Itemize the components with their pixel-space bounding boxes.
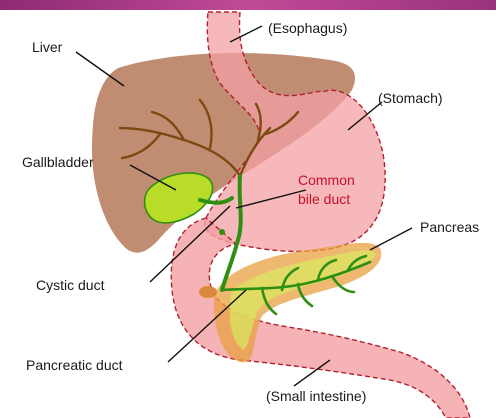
- gallbladder-label: Gallbladder: [22, 154, 94, 170]
- ampulla: [199, 286, 217, 298]
- liver-label: Liver: [32, 39, 63, 55]
- common-bile-duct-label-line1: Common: [298, 172, 355, 188]
- duct-junction: [219, 229, 225, 235]
- pancreas-label: Pancreas: [420, 219, 479, 235]
- pancreatic-duct-label: Pancreatic duct: [26, 357, 123, 373]
- cystic-duct-label: Cystic duct: [36, 277, 105, 293]
- esophagus-label: (Esophagus): [268, 20, 347, 36]
- pancreas-leader: [370, 228, 412, 250]
- small-intestine-label: (Small intestine): [266, 388, 366, 404]
- common-bile-duct-label-line2: bile duct: [298, 191, 350, 207]
- top-banner: [0, 0, 496, 10]
- stomach-label: (Stomach): [378, 90, 443, 106]
